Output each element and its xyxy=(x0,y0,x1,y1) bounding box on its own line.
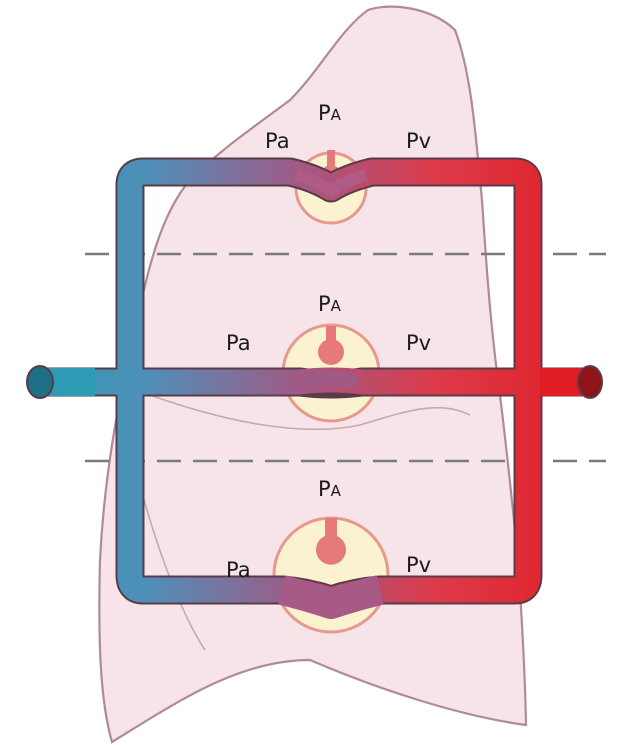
pulmonary-artery-inlet xyxy=(27,366,95,398)
pulmonary-vein-outlet xyxy=(540,366,602,398)
zone-2-pv-venous-label: Pv xyxy=(406,331,431,355)
zone-1-pa-arterial-label: Pa xyxy=(265,129,290,153)
zone-2-pa-arterial-label: Pa xyxy=(226,331,251,355)
zone-3-pa-arterial-label: Pa xyxy=(226,558,251,582)
zone-1-pv-venous-label: Pv xyxy=(406,129,431,153)
zone-3-pv-venous-label: Pv xyxy=(406,553,431,577)
